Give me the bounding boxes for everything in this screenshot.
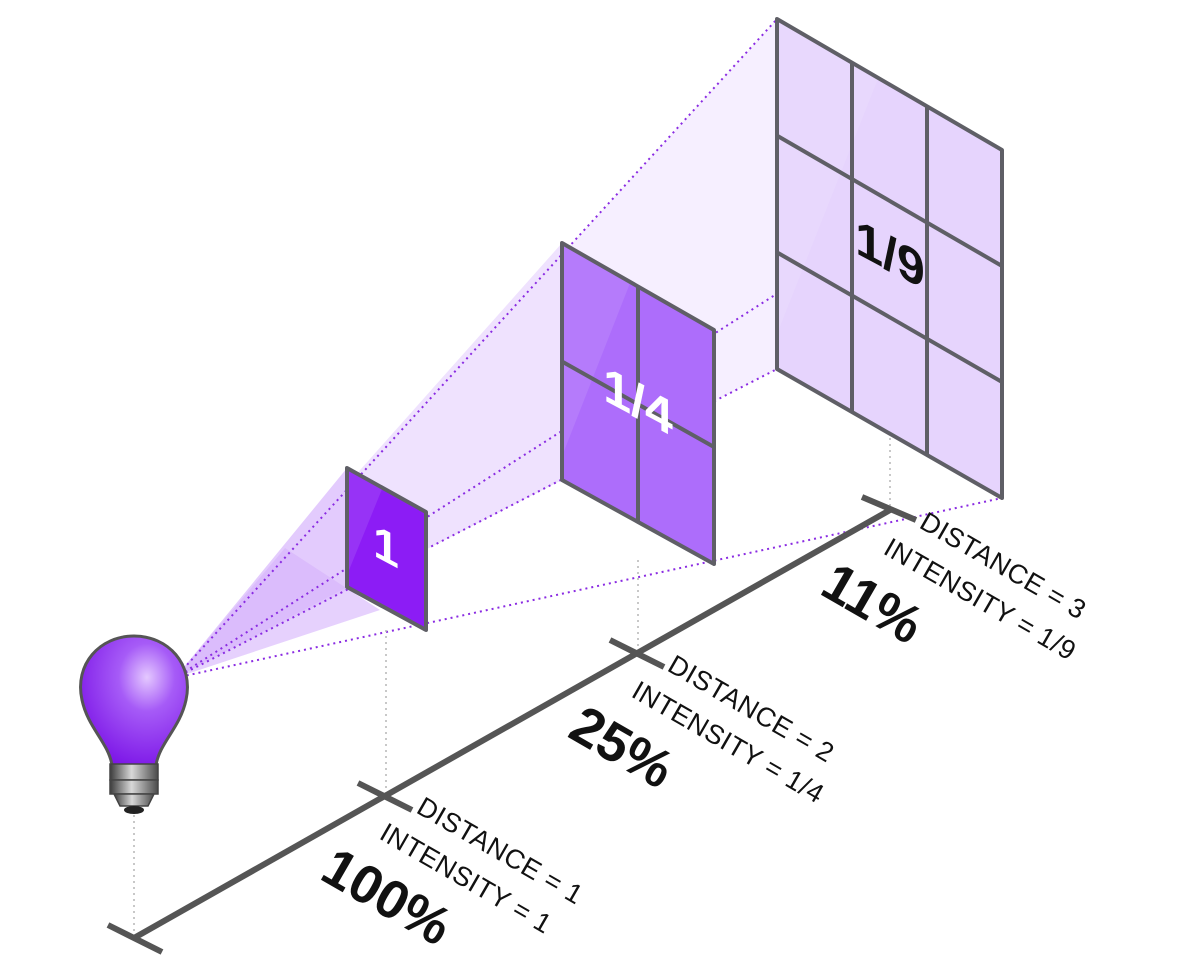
- panel-face: [777, 19, 1002, 498]
- panel-2: 1/4: [560, 241, 716, 566]
- panel-frame: [560, 241, 716, 566]
- panel-sheen: [347, 468, 383, 576]
- panel-face: [347, 468, 426, 630]
- light-bulb-icon: [79, 634, 189, 814]
- panel-sheen: [562, 243, 631, 457]
- panels: 1 1/4 1/9: [345, 17, 1004, 632]
- panel-grid-line: [561, 359, 715, 449]
- panel-grid-line: [776, 250, 1003, 384]
- panel-3: 1/9: [775, 17, 1004, 500]
- panel-1: 1: [345, 466, 428, 632]
- drop-lines: [133, 438, 891, 935]
- panel-frame: [775, 17, 1004, 500]
- distance-axis: [106, 494, 918, 955]
- panel-grid-line: [775, 133, 1004, 268]
- panel-frame: [345, 466, 428, 632]
